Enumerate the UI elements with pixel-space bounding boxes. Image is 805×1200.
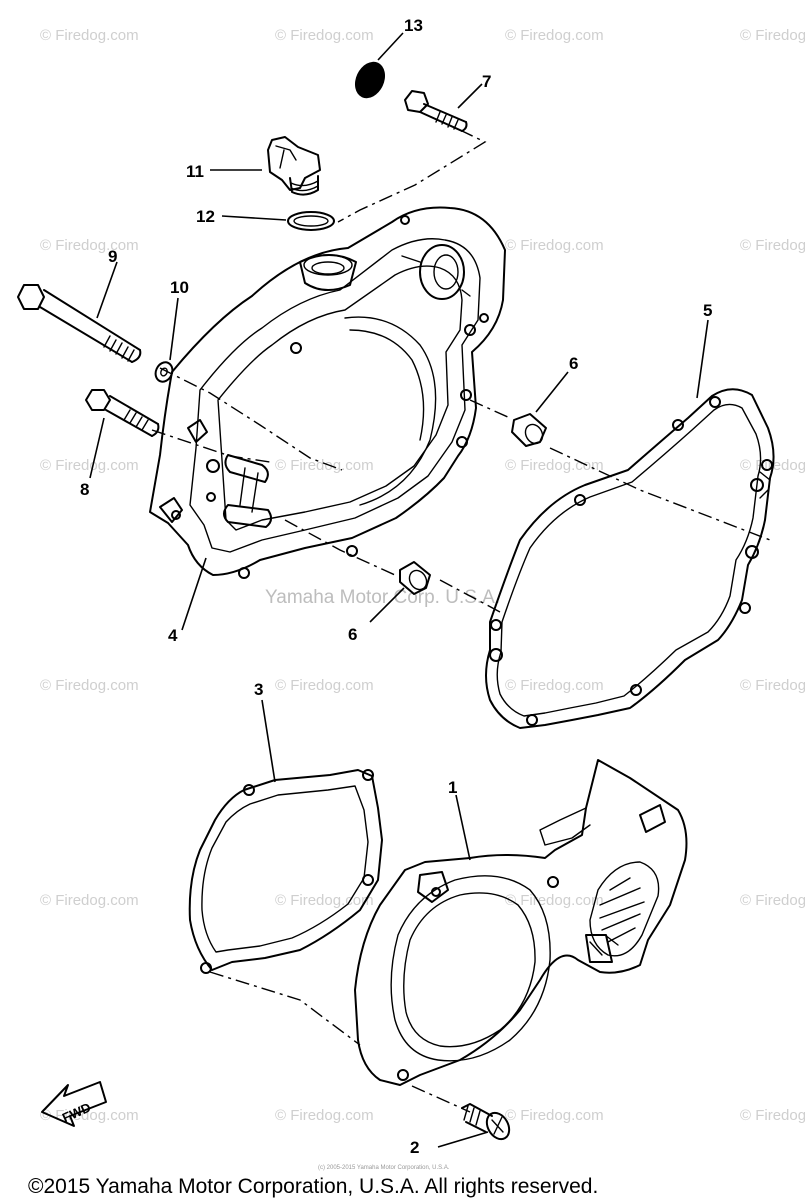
part-12-o-ring	[221, 211, 335, 231]
watermark: © Firedog.com	[740, 27, 805, 44]
watermark: © Firedog.com	[40, 677, 139, 694]
watermark: © Firedog.com	[40, 237, 139, 254]
watermark: © Firedog.com	[275, 1107, 374, 1124]
center-watermark: Yamaha Motor Corp. U.S.A.	[265, 587, 500, 608]
watermark: © Firedog.com	[275, 892, 374, 909]
part-13-plug	[354, 32, 404, 99]
part-5-gasket	[485, 319, 775, 729]
part-6-dowel-pin-lower	[369, 561, 431, 623]
part-label-11: 11	[186, 162, 204, 181]
part-label-4: 4	[168, 626, 178, 645]
watermark: © Firedog.com	[275, 677, 374, 694]
watermark: © Firedog.com	[505, 237, 604, 254]
part-label-13: 13	[404, 16, 423, 35]
part-label-2: 2	[410, 1138, 419, 1157]
watermark: © Firedog.com	[740, 892, 805, 909]
part-label-6-lower: 6	[348, 625, 357, 644]
watermark: © Firedog.com	[505, 27, 604, 44]
watermark: © Firedog.com	[40, 27, 139, 44]
alignment-lines	[151, 129, 771, 1113]
part-label-8: 8	[80, 480, 89, 499]
part-label-5: 5	[703, 301, 712, 320]
part-3-gasket	[188, 699, 383, 974]
watermark: © Firedog.com	[740, 677, 805, 694]
part-labels: 13 7 11 12 9 10 5 6 8 6 4 3 1 2	[80, 16, 712, 1157]
watermark: © Firedog.com	[505, 1107, 604, 1124]
small-copyright-text: (c) 2005-2015 Yamaha Motor Corporation, …	[318, 1165, 450, 1171]
part-label-3: 3	[254, 680, 263, 699]
watermark: © Firedog.com	[505, 892, 604, 909]
watermark-layer: © Firedog.com © Firedog.com © Firedog.co…	[40, 27, 805, 1124]
part-2-screw	[437, 1103, 511, 1148]
part-9-long-bolt	[17, 261, 142, 363]
part-11-filler-plug	[210, 136, 321, 196]
part-1-clutch-cover	[354, 759, 688, 1086]
part-10-washer	[154, 297, 179, 383]
part-6-dowel-pin-upper	[511, 371, 569, 447]
part-label-7: 7	[482, 72, 491, 91]
part-4-crankcase-cover	[149, 206, 506, 631]
watermark: © Firedog.com	[40, 892, 139, 909]
copyright-footer: ©2015 Yamaha Motor Corporation, U.S.A. A…	[28, 1175, 598, 1198]
watermark: © Firedog.com	[505, 457, 604, 474]
watermark: © Firedog.com	[275, 27, 374, 44]
part-label-12: 12	[196, 207, 215, 226]
watermark: © Firedog.com	[40, 1107, 139, 1124]
part-label-9: 9	[108, 247, 117, 266]
watermark: © Firedog.com	[740, 237, 805, 254]
part-label-10: 10	[170, 278, 189, 297]
part-8-bolt	[85, 389, 160, 479]
watermark: © Firedog.com	[40, 457, 139, 474]
part-7-bolt	[404, 83, 483, 132]
watermark: © Firedog.com	[505, 677, 604, 694]
watermark: © Firedog.com	[275, 457, 374, 474]
part-label-1: 1	[448, 778, 457, 797]
watermark: © Firedog.com	[740, 1107, 805, 1124]
part-label-6-upper: 6	[569, 354, 578, 373]
